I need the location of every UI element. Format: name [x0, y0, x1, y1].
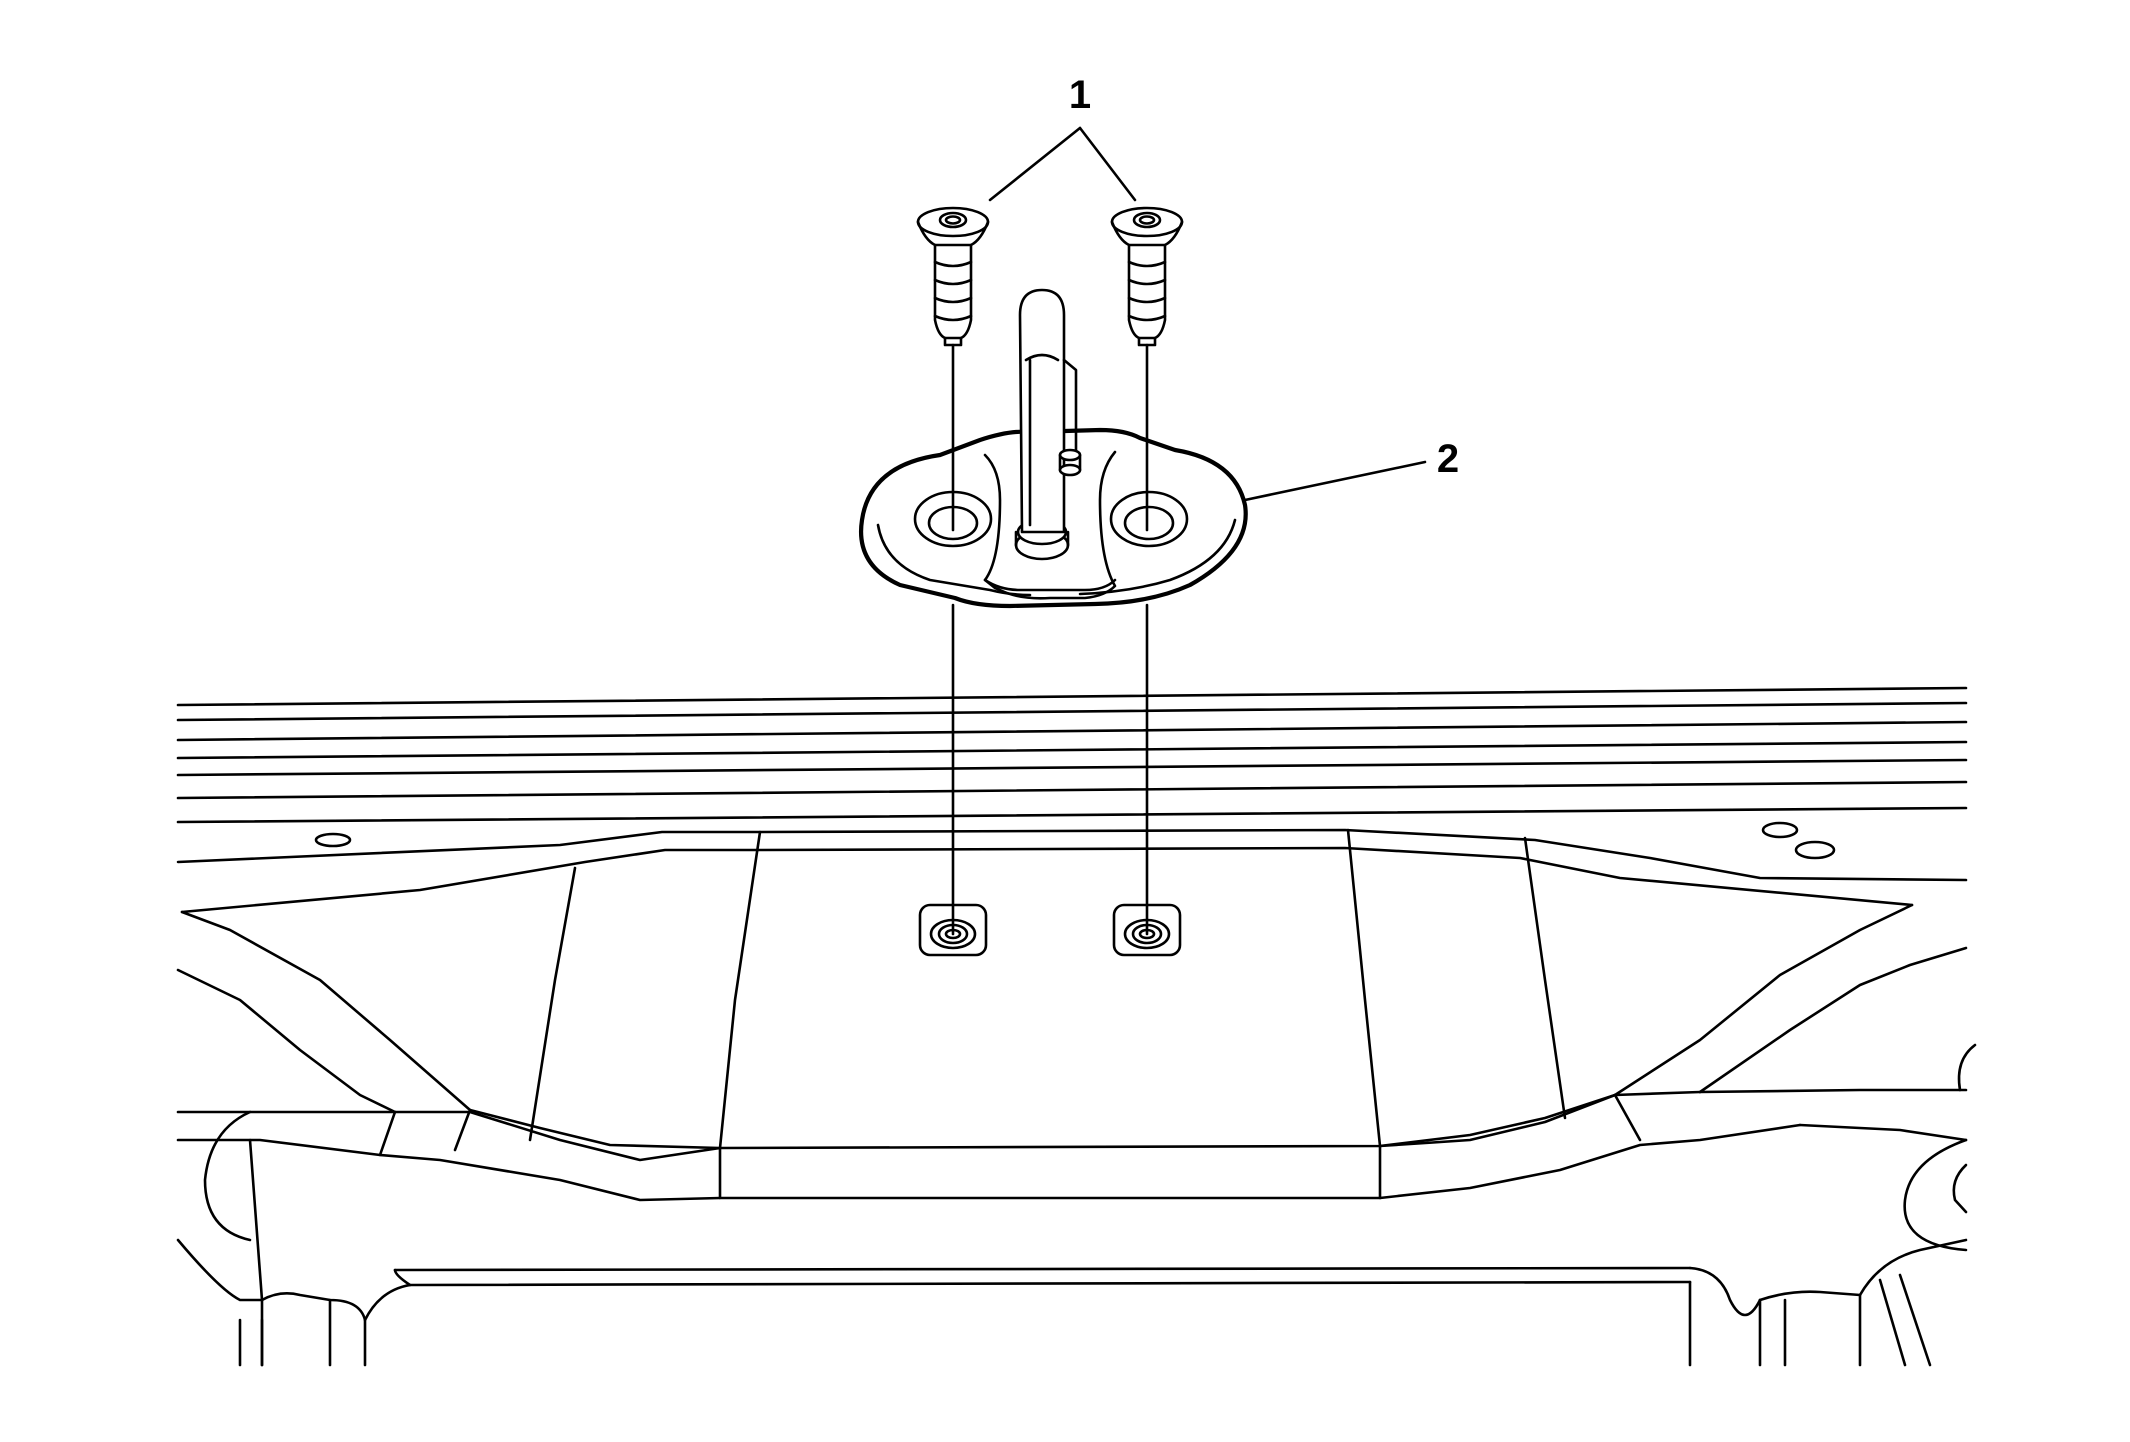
panel-hole-right-2	[1794, 840, 1836, 860]
callout-1-label: 1	[1069, 73, 1091, 117]
panel-hole-left	[314, 832, 352, 848]
callout-1-leader-left	[988, 126, 1082, 202]
callout-2-label: 2	[1437, 437, 1459, 481]
alignment-lines	[951, 343, 1149, 936]
door-striker	[859, 288, 1248, 609]
callout-2-leader	[1243, 460, 1427, 502]
callout-1: 1	[988, 73, 1137, 202]
striker-hole-left	[913, 490, 993, 548]
screw-left	[916, 206, 990, 347]
callout-2: 2	[1243, 437, 1459, 502]
body-panel	[176, 686, 1977, 1367]
callout-1-leader-right	[1078, 126, 1137, 202]
screw-right	[1110, 206, 1184, 347]
striker-hole-right	[1109, 490, 1189, 548]
panel-hole-right-1	[1761, 821, 1799, 839]
